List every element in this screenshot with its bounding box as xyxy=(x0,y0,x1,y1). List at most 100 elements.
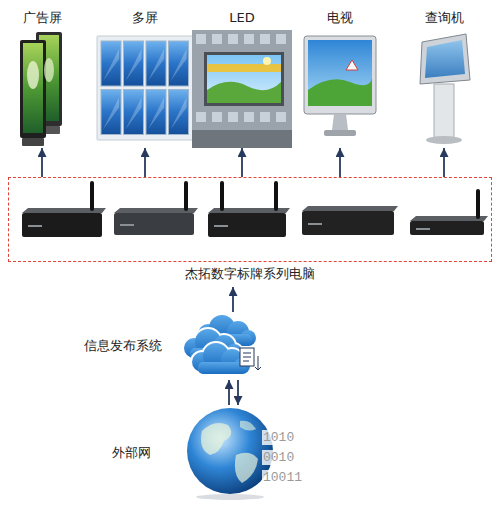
illustration-part xyxy=(169,41,189,86)
node-heading: 多屏 xyxy=(132,10,158,26)
illustration-part xyxy=(20,40,46,138)
illustration-part xyxy=(196,494,264,500)
connector-arrow xyxy=(232,287,234,312)
display-node: 电视 xyxy=(300,6,380,148)
illustration-part xyxy=(28,225,42,227)
illustration xyxy=(8,177,492,262)
illustration-part xyxy=(207,82,281,103)
illustration-part xyxy=(332,114,348,130)
illustration-part xyxy=(171,98,187,130)
illustration-part xyxy=(263,57,271,65)
connector-arrow xyxy=(144,148,146,177)
illustration-part xyxy=(27,61,39,89)
node-heading: 电视 xyxy=(327,10,353,26)
illustration-part xyxy=(207,64,281,72)
illustration-part xyxy=(214,225,228,227)
illustration-part xyxy=(120,224,134,226)
connector-arrow xyxy=(241,148,243,177)
illustration xyxy=(300,30,380,148)
illustration-part xyxy=(426,136,462,144)
illustration-part xyxy=(212,34,222,44)
illustration-part xyxy=(148,49,164,81)
illustration-part xyxy=(201,423,231,455)
connector-arrow xyxy=(228,380,230,405)
illustration-part xyxy=(97,36,193,140)
illustration-part xyxy=(302,211,394,235)
illustration-part xyxy=(324,130,356,136)
display-node: LED xyxy=(192,6,292,148)
illustration xyxy=(8,30,76,148)
illustration-part xyxy=(476,189,480,219)
illustration-part xyxy=(192,130,292,148)
illustration-part xyxy=(126,98,142,130)
illustration-part xyxy=(103,49,119,81)
illustration-part xyxy=(410,221,484,235)
illustration-part xyxy=(255,356,261,370)
illustration-part xyxy=(276,34,286,44)
display-node: 多屏 xyxy=(95,6,195,148)
connector-arrow xyxy=(41,148,43,177)
node-heading: 广告屏 xyxy=(23,10,62,26)
illustration-part xyxy=(187,408,273,494)
illustration-part xyxy=(90,181,94,211)
connector-arrow xyxy=(339,148,341,177)
illustration-part xyxy=(240,421,256,431)
illustration-part xyxy=(308,40,372,106)
illustration-part xyxy=(198,362,246,374)
illustration-part xyxy=(146,41,166,86)
illustration-part xyxy=(276,112,286,122)
illustration-part xyxy=(235,453,258,483)
illustration-part xyxy=(260,112,270,122)
illustration xyxy=(180,405,290,501)
illustration-part xyxy=(434,84,454,138)
node-heading: 查询机 xyxy=(425,10,464,26)
illustration-part xyxy=(308,78,372,106)
illustration-part xyxy=(114,213,194,235)
illustration-part xyxy=(207,55,281,103)
illustration-part xyxy=(346,60,358,70)
illustration xyxy=(192,30,292,148)
binary-digits: 10011 xyxy=(262,470,303,485)
illustration xyxy=(410,30,478,148)
illustration-part xyxy=(101,41,121,86)
illustration-part xyxy=(243,353,251,361)
illustration xyxy=(176,312,270,380)
connector-arrow xyxy=(237,380,239,405)
illustration-part xyxy=(420,34,470,84)
illustration-part xyxy=(192,30,292,148)
illustration-part xyxy=(244,112,254,122)
illustration-part xyxy=(240,348,254,366)
cloud-node: 信息发布系统 xyxy=(80,312,270,380)
illustration-part xyxy=(228,112,238,122)
illustration-part xyxy=(146,90,166,135)
node-heading: 杰拓数字标牌系列电脑 xyxy=(185,266,315,282)
illustration-part xyxy=(148,98,164,130)
illustration-part xyxy=(220,181,224,211)
illustration-part xyxy=(274,181,278,211)
illustration-part xyxy=(171,49,187,81)
globe-node: 外部网 xyxy=(100,405,290,500)
illustration-part xyxy=(22,213,102,237)
illustration-part xyxy=(23,43,43,133)
illustration-part xyxy=(103,98,119,130)
illustration-part xyxy=(101,90,121,135)
device-group: 杰拓数字标牌系列电脑 xyxy=(8,177,492,287)
illustration-part xyxy=(184,181,188,211)
illustration xyxy=(95,30,195,148)
illustration-part xyxy=(260,34,270,44)
illustration-part xyxy=(44,58,54,82)
illustration-part xyxy=(204,52,284,106)
illustration-part xyxy=(308,223,322,225)
illustration-part xyxy=(22,138,44,146)
illustration-part xyxy=(212,112,222,122)
illustration-part xyxy=(126,49,142,81)
illustration-part xyxy=(124,90,144,135)
illustration-part xyxy=(416,228,430,230)
connector-arrow xyxy=(443,148,445,177)
illustration-part xyxy=(124,41,144,86)
node-heading: LED xyxy=(229,10,254,26)
display-node: 查询机 xyxy=(410,6,478,148)
illustration-part xyxy=(169,90,189,135)
illustration-part xyxy=(302,206,398,211)
